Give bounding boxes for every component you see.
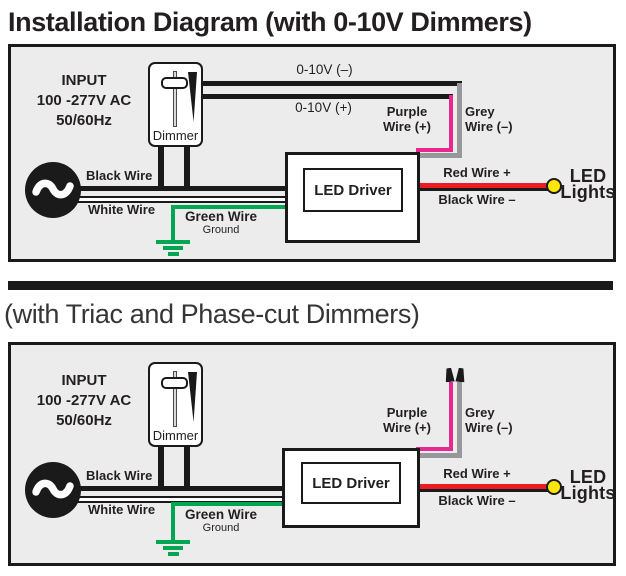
black-output-label: Black Wire – <box>438 192 516 207</box>
black-wire-label: Black Wire <box>86 468 153 483</box>
green-wire-drop <box>171 502 175 542</box>
led-driver-label: LED Driver <box>303 168 403 212</box>
dimmer-slider-track <box>173 371 177 427</box>
dimmer-intensity-wedge <box>188 372 197 422</box>
grey-wire <box>457 83 462 158</box>
dimmer-label: Dimmer <box>152 128 199 143</box>
dimmer-icon: Dimmer <box>148 362 203 447</box>
grey-wire-label: Grey Wire (–) <box>465 405 513 435</box>
grey-wire-run <box>420 453 462 458</box>
grey-wire <box>457 382 462 458</box>
led-lights-label: LED Lights <box>560 166 616 202</box>
red-wire-label: Red Wire + <box>443 165 511 180</box>
signal-pos-wire <box>202 94 453 99</box>
black-output-wire <box>420 489 554 492</box>
signal-neg-label: 0-10V (–) <box>296 62 353 77</box>
white-wire-label: White Wire <box>88 202 156 217</box>
grey-wire-label: Grey Wire (–) <box>465 104 513 134</box>
input-line1: INPUT <box>61 72 107 89</box>
led-driver-box: LED Driver <box>282 448 420 528</box>
section-divider <box>8 281 613 290</box>
input-rating-label: INPUT 100 -277V AC 50/60Hz <box>17 71 151 131</box>
wire-cap-icon <box>455 368 465 383</box>
purple-wire-run <box>416 447 453 451</box>
ac-source-icon <box>25 462 81 518</box>
red-wire <box>420 484 554 489</box>
dimmer-slider-handle <box>161 377 188 389</box>
led-lights-label: LED Lights <box>560 467 616 503</box>
page-title-main: Installation Diagram <box>8 7 259 37</box>
purple-wire <box>449 382 453 451</box>
led-light-icon <box>546 178 562 194</box>
dimmer-intensity-wedge <box>188 72 197 122</box>
triac-section-title: (with Triac and Phase-cut Dimmers) <box>4 299 420 329</box>
signal-neg-wire <box>202 81 462 86</box>
black-output-label: Black Wire – <box>438 493 516 508</box>
diagram-0-10v-panel: INPUT 100 -277V AC 50/60Hz Dimmer 0-10V … <box>8 44 616 262</box>
dimmer-right-leg-wire <box>184 144 190 191</box>
dimmer-slider-track <box>173 71 177 127</box>
led-driver-label: LED Driver <box>301 462 401 504</box>
led-light-icon <box>546 479 562 495</box>
dimmer-left-leg-wire <box>158 444 164 491</box>
purple-wire-run <box>416 148 453 152</box>
black-wire <box>75 186 286 191</box>
input-line2: 100 -277V AC <box>36 392 132 409</box>
input-rating-label: INPUT 100 -277V AC 50/60Hz <box>17 371 151 431</box>
page-title-suffix: (with 0-10V Dimmers) <box>258 7 532 37</box>
ac-source-icon <box>25 162 81 218</box>
green-wire-label: Green Wire Ground <box>185 507 257 535</box>
input-line3: 50/60Hz <box>56 112 112 129</box>
white-wire-label: White Wire <box>88 502 156 517</box>
wire-cap-icon <box>444 368 454 383</box>
page-title: Installation Diagram (with 0-10V Dimmers… <box>8 6 532 38</box>
dimmer-slider-handle <box>161 77 188 89</box>
black-wire <box>75 486 283 491</box>
input-line3: 50/60Hz <box>56 412 112 429</box>
green-wire-drop <box>171 205 175 242</box>
input-line1: INPUT <box>61 372 107 389</box>
grey-wire-run <box>420 153 462 158</box>
black-output-wire <box>420 188 554 191</box>
dimmer-icon: Dimmer <box>148 62 203 147</box>
dimmer-left-leg-wire <box>158 144 164 191</box>
dimmer-label: Dimmer <box>152 428 199 443</box>
red-wire <box>420 183 554 188</box>
green-wire <box>171 502 284 506</box>
led-driver-box: LED Driver <box>285 152 420 243</box>
input-line2: 100 -277V AC <box>36 92 132 109</box>
signal-pos-label: 0-10V (+) <box>295 100 352 115</box>
green-wire <box>171 205 287 209</box>
white-wire <box>75 196 286 203</box>
purple-wire <box>449 95 453 152</box>
red-wire-label: Red Wire + <box>443 466 511 481</box>
green-wire-label: Green Wire Ground <box>185 209 257 237</box>
dimmer-right-leg-wire <box>184 444 190 491</box>
purple-wire-label: Purple Wire (+) <box>383 405 431 435</box>
black-wire-label: Black Wire <box>86 168 153 183</box>
diagram-triac-panel: INPUT 100 -277V AC 50/60Hz Dimmer Purple… <box>8 342 616 566</box>
purple-wire-label: Purple Wire (+) <box>383 104 431 134</box>
